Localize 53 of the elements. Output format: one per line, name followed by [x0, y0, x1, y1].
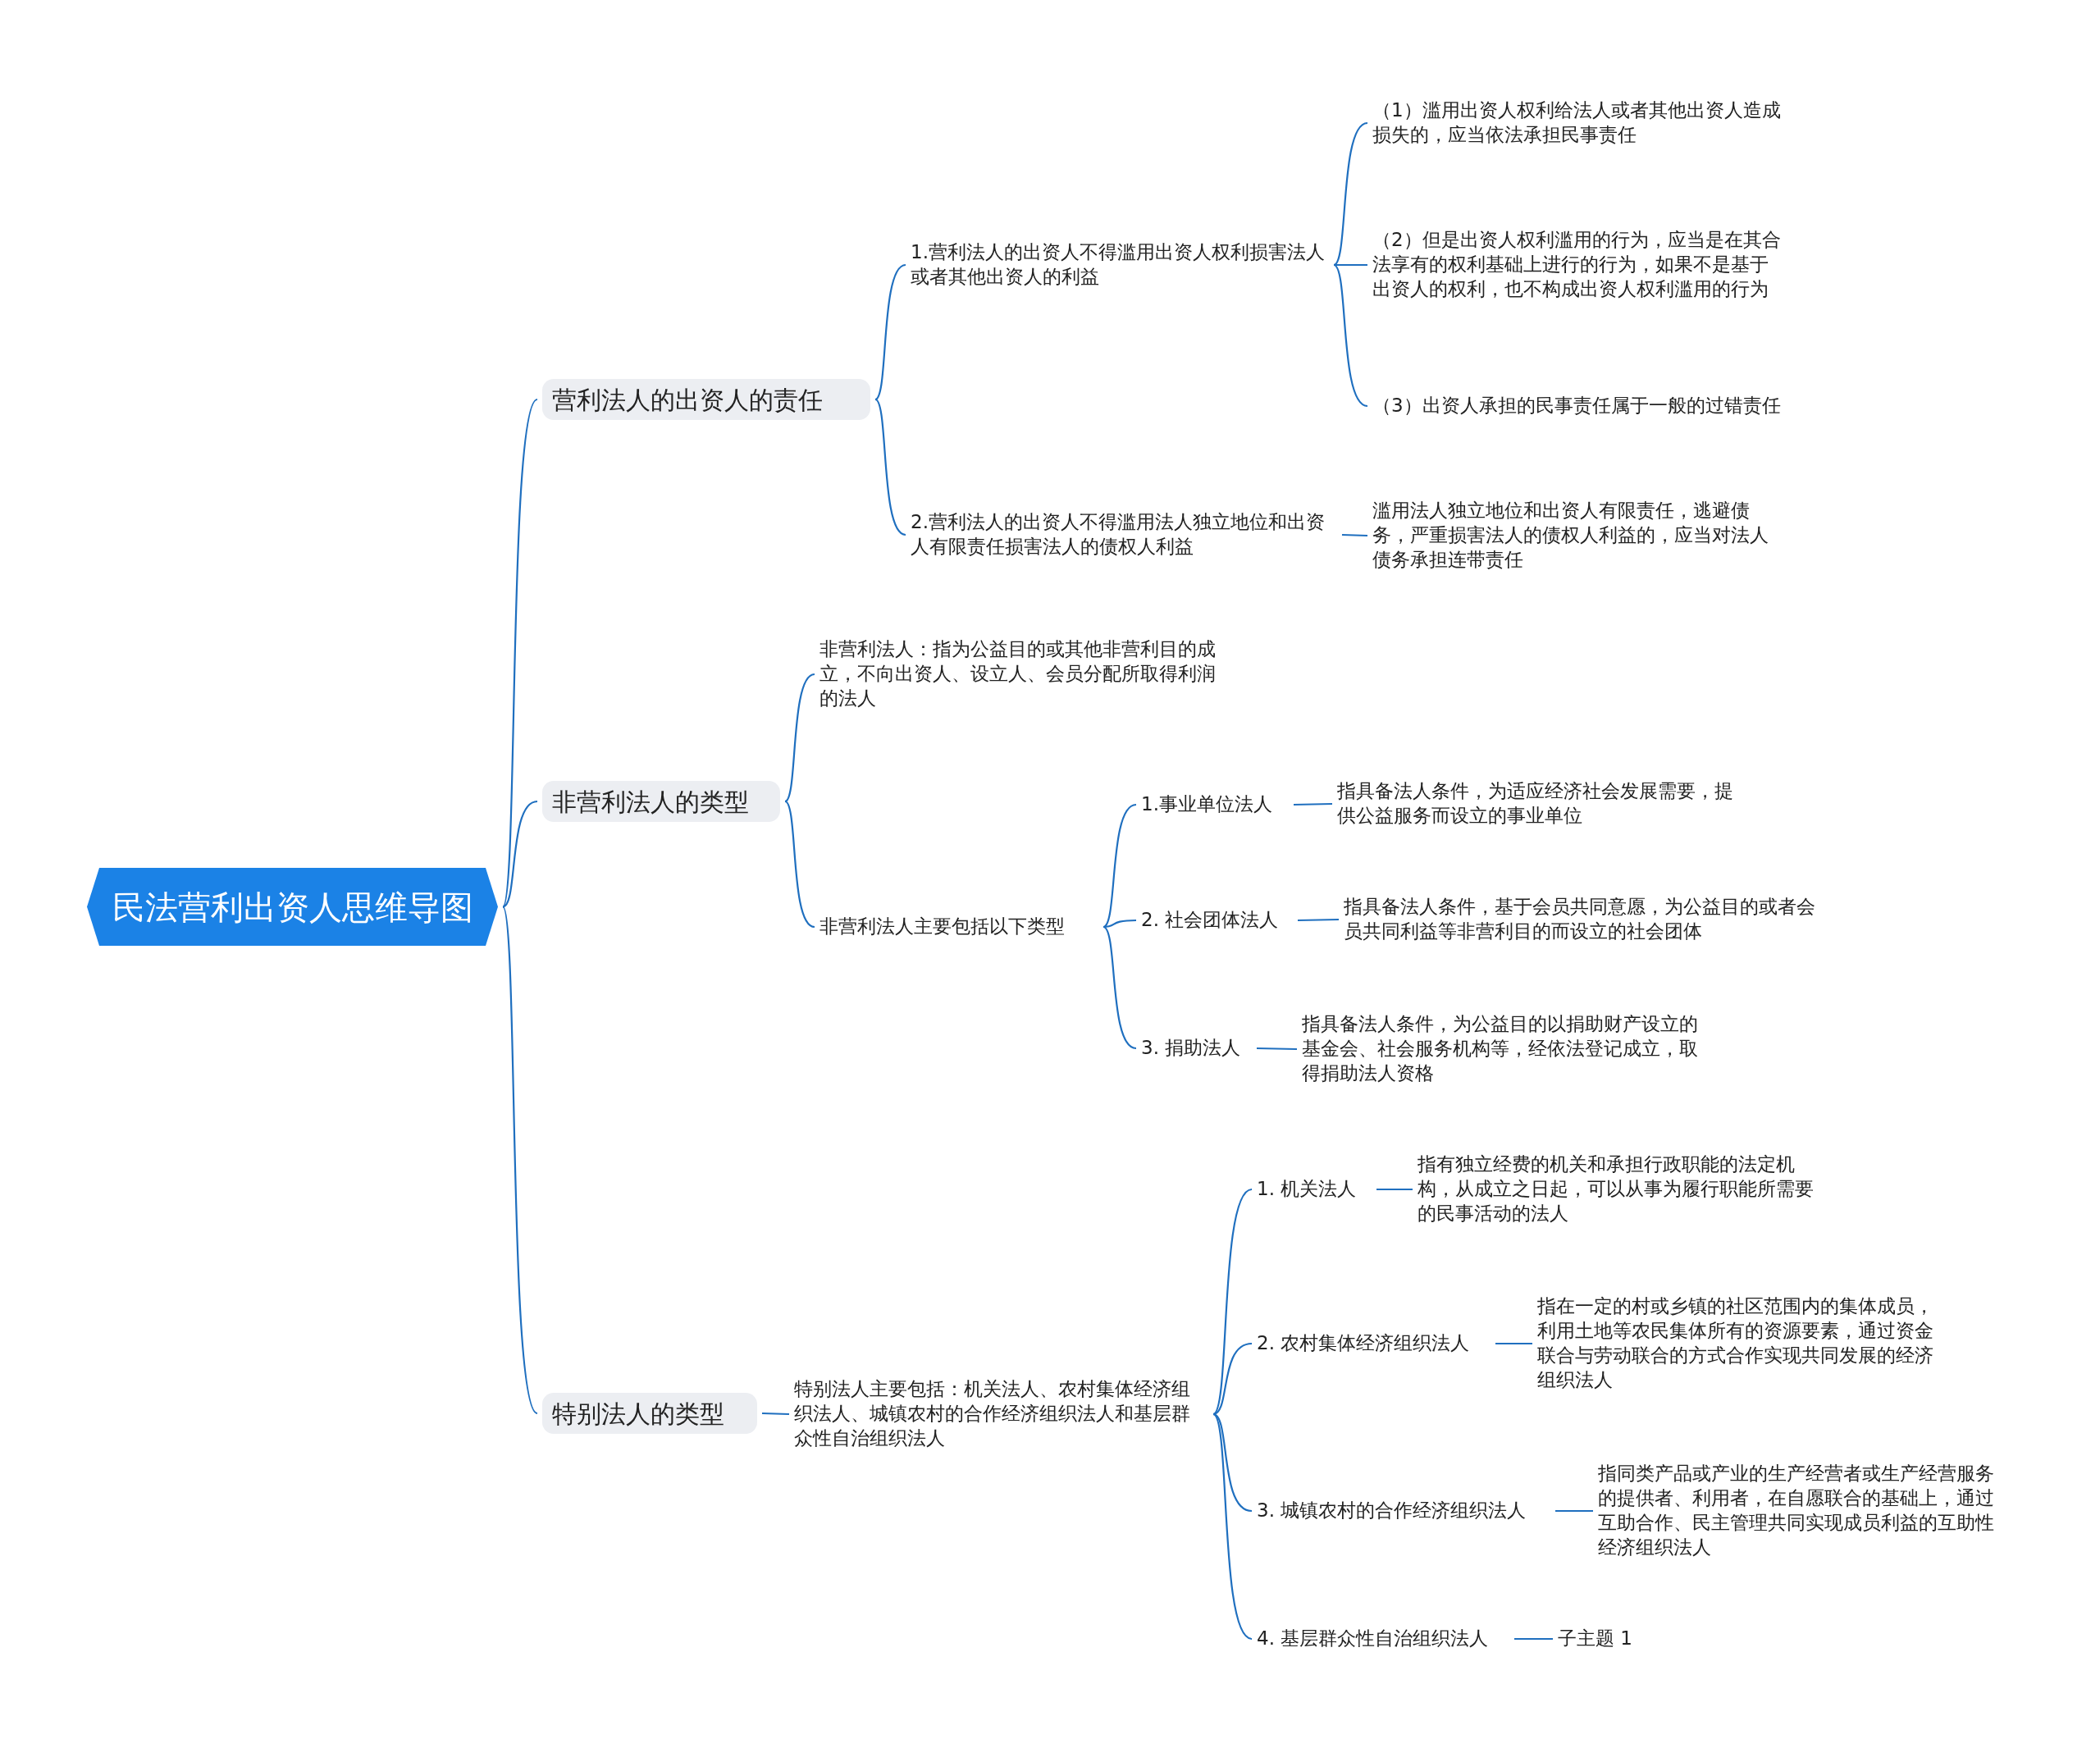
topic-text: （3）出资人承担的民事责任属于一般的过错责任 [1372, 380, 1783, 432]
connector [761, 1412, 790, 1416]
topic-text: 1.营利法人的出资人不得滥用出资人权利损害法人或者其他出资人的利益 [911, 236, 1329, 294]
connector [874, 399, 906, 536]
topic-text: 特别法人主要包括：机关法人、农村集体经济组织法人、城镇农村的合作经济组织法人和基层群众性自治组织法人 [794, 1375, 1208, 1454]
topic-text: 1.事业单位法人 [1141, 792, 1289, 818]
connector [1333, 264, 1368, 407]
topic-text: 指同类产品或产业的生产经营者或生产经营服务的提供者、利用者，在自愿联合的基础上，通过互助合作、民主管理共同实现成员利益的互助性经济组织法人 [1598, 1458, 2012, 1563]
topic-text: 2. 社会团体法人 [1141, 907, 1293, 933]
connector [874, 264, 906, 400]
topic-text: 3. 捐助法人 [1141, 1035, 1252, 1061]
connector [1212, 1189, 1253, 1415]
connector [1333, 122, 1368, 266]
connector [1212, 1413, 1253, 1513]
connector [1256, 1047, 1298, 1051]
connector [1102, 919, 1137, 929]
branch-topic: 非营利法人的类型 [542, 781, 780, 822]
connector [1376, 1188, 1413, 1191]
topic-text: 非营利法人：指为公益目的或其他非营利目的成立，不向出资人、设立人、会员分配所取得利润的法人 [819, 634, 1234, 714]
root-topic: 民法营利出资人思维导图 [87, 868, 498, 946]
topic-text: 指具备法人条件，为适应经济社会发展需要，提供公益服务而设立的事业单位 [1337, 778, 1739, 830]
connector [784, 801, 815, 928]
connector [1495, 1342, 1532, 1345]
topic-text: （2）但是出资人权利滥用的行为，应当是在其合法享有的权利基础上进行的行为，如果不是基于出资人的权利，也不构成出资人权利滥用的行为 [1372, 212, 1783, 317]
connector [1334, 263, 1367, 267]
connector [502, 800, 538, 908]
topic-text: 2.营利法人的出资人不得滥用法人独立地位和出资人有限责任损害法人的债权人利益 [911, 507, 1337, 563]
connector [501, 906, 538, 1414]
branch-topic: 营利法人的出资人的责任 [542, 379, 870, 420]
topic-text: 指具备法人条件，为公益目的以捐助财产设立的基金会、社会服务机构等，经依法登记成立，取得捐助法人资格 [1302, 1010, 1716, 1089]
topic-text: 4. 基层群众性自治组织法人 [1257, 1626, 1509, 1652]
topic-text: 2. 农村集体经济组织法人 [1257, 1330, 1491, 1357]
connector [1293, 802, 1333, 806]
connector [1297, 918, 1340, 922]
connector [1102, 803, 1137, 928]
connector [784, 673, 815, 802]
connector [1212, 1342, 1253, 1416]
connector [1102, 926, 1137, 1050]
connector [1555, 1509, 1593, 1513]
connector [1212, 1413, 1253, 1640]
topic-text: 3. 城镇农村的合作经济组织法人 [1257, 1498, 1550, 1524]
topic-text: 子主题 1 [1558, 1626, 1648, 1652]
topic-text: （1）滥用出资人权利给法人或者其他出资人造成损失的，应当依法承担民事责任 [1372, 96, 1783, 150]
topic-text: 1. 机关法人 [1257, 1176, 1372, 1203]
topic-text: 滥用法人独立地位和出资人有限责任，逃避债务，严重损害法人的债权人利益的，应当对法人债务承担连带责任 [1372, 496, 1787, 575]
topic-text: 指具备法人条件，基于会员共同意愿，为公益目的或者会员共同利益等非营利目的而设立的社会团体 [1344, 893, 1815, 946]
topic-text: 指在一定的村或乡镇的社区范围内的集体成员，利用土地等农民集体所有的资源要素，通过资金联合与劳动联合的方式合作实现共同发展的经济组织法人 [1537, 1291, 1952, 1396]
branch-topic: 特别法人的类型 [542, 1393, 757, 1434]
topic-text: 指有独立经费的机关和承担行政职能的法定机构，从成立之日起，可以从事为履行职能所需要的民事活动的法人 [1418, 1150, 1828, 1229]
connector [1514, 1637, 1553, 1641]
connector [501, 399, 538, 907]
topic-text: 非营利法人主要包括以下类型 [819, 914, 1098, 940]
connector [1341, 533, 1368, 537]
